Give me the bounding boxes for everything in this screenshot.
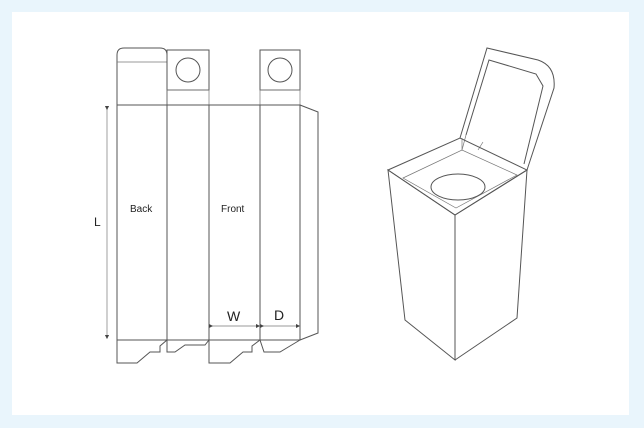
width-label: W [227,308,241,324]
diagram-card [12,12,629,415]
box-right-face [454,169,528,361]
insert-hole [430,173,486,201]
dieline-template: L Back Front W D [94,47,319,364]
box-3d [386,47,555,362]
dust-flap-right [259,49,301,106]
bottom-flap-left [166,339,210,353]
length-label: L [94,215,101,229]
bottom-flap-right [259,339,301,353]
front-panel-label: Front [221,204,245,215]
bottom-flap-front [208,339,261,364]
back-panel-label: Back [130,204,153,215]
glue-flap [299,104,319,341]
panel-front [208,104,261,341]
hole-left [175,57,201,83]
bottom-flap-back [116,339,168,364]
panel-side-right [259,104,301,341]
box-rim [386,137,529,216]
box-lid [459,47,555,171]
dust-flap-left [166,49,210,106]
panel-side-left [166,104,210,341]
top-tuck-flap [116,47,168,105]
hole-right [267,57,293,83]
depth-label: D [274,307,284,323]
panel-back [116,104,168,341]
